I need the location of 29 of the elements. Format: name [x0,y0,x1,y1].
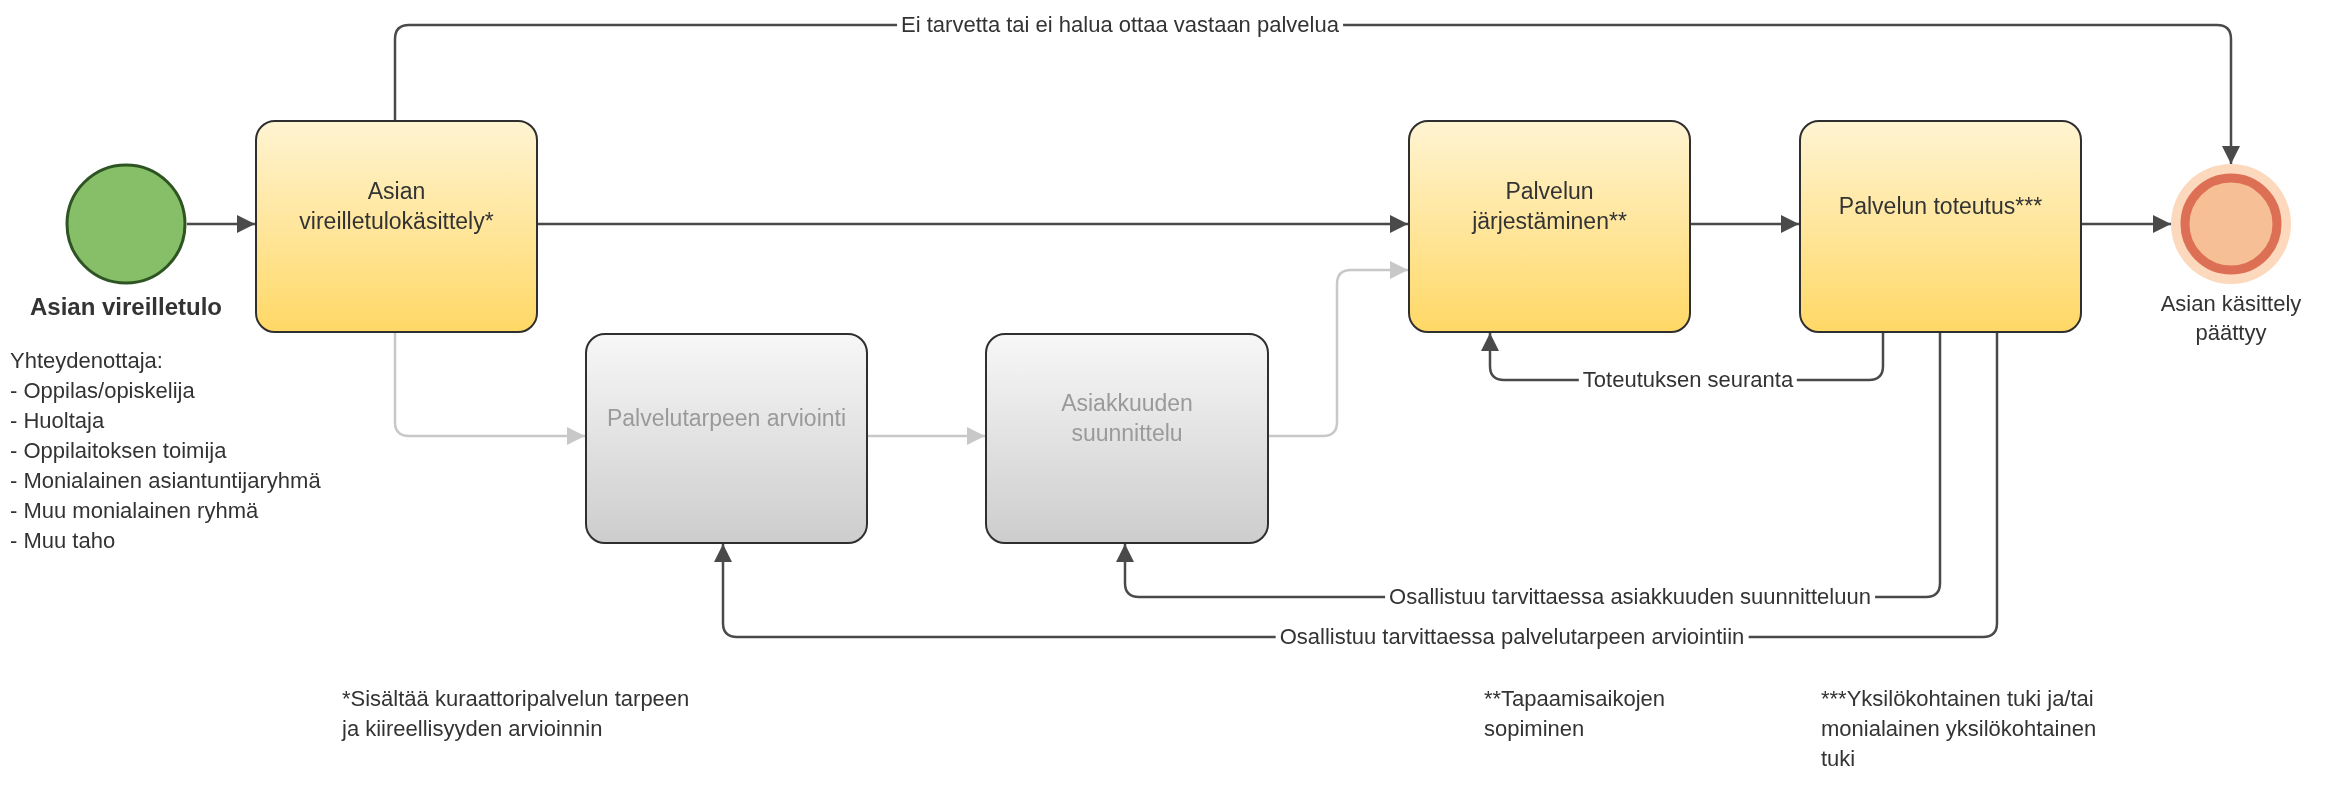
process-box [1408,120,1691,333]
arrow [393,333,585,445]
process-box [255,120,538,333]
arrow [187,215,255,233]
box-label: Asian vireilletulokäsittely* [298,176,495,236]
note-text: - Oppilas/opiskelija [10,377,196,405]
note-text: - Monialainen asiantuntijaryhmä [10,467,322,495]
note-text: Yhteydenottaja: [10,347,164,375]
footnote: **Tapaamisaikojen sopiminen [1484,685,1666,743]
box-label: Palvelutarpeen arviointi [606,403,847,433]
footnote: *Sisältää kuraattoripalvelun tarpeen ja kiireellisyyden arvioinnin [342,685,691,743]
box-label: Palvelun järjestäminen** [1470,176,1628,236]
process-box [585,333,868,544]
arrow [2082,215,2171,233]
box-label: Asiakkuuden suunnittelu [1060,388,1194,448]
note-text: - Oppilaitoksen toimija [10,437,228,465]
note-text: - Huoltaja [10,407,106,435]
note-text: - Muu monialainen ryhmä [10,497,260,525]
arrow [538,215,1408,233]
arrow [1269,261,1408,438]
footnote: ***Yksilökohtainen tuki ja/tai monialainen yksilökohtainen tuki [1821,685,2098,773]
event-label: Asian käsittely päättyy [2159,290,2303,347]
process-box [1799,120,2082,333]
arrow [1691,215,1799,233]
event-label: Asian vireilletulo [29,292,223,322]
box-label: Palvelun toteutus*** [1838,191,2043,221]
arrow [868,427,985,445]
process-box [985,333,1269,544]
note-text: - Muu taho [10,527,117,555]
